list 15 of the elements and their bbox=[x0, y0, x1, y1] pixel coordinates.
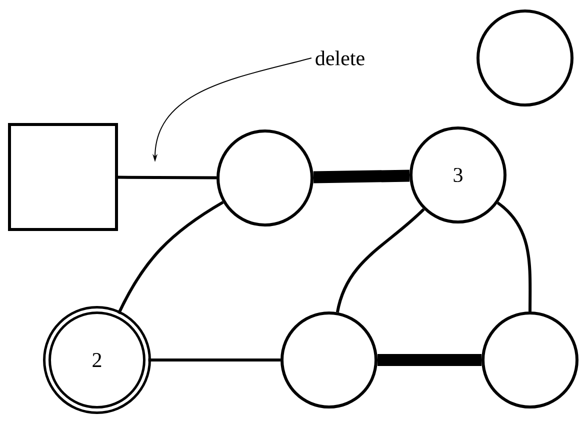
connector-line bbox=[118, 176, 217, 180]
circle-node: 3 bbox=[410, 126, 506, 224]
connector-line bbox=[378, 354, 482, 366]
connector-line bbox=[148, 358, 280, 362]
callout-label: delete bbox=[316, 50, 364, 66]
circle-node bbox=[280, 312, 378, 408]
circle-node bbox=[476, 10, 574, 106]
circle-node bbox=[216, 130, 314, 226]
square-node bbox=[8, 123, 118, 231]
connector-line bbox=[313, 170, 410, 184]
connector-line bbox=[117, 200, 224, 314]
connector-line bbox=[336, 208, 425, 313]
connector-line bbox=[496, 202, 532, 312]
double-circle-node: 2 bbox=[43, 306, 151, 414]
circle-node bbox=[482, 312, 578, 408]
